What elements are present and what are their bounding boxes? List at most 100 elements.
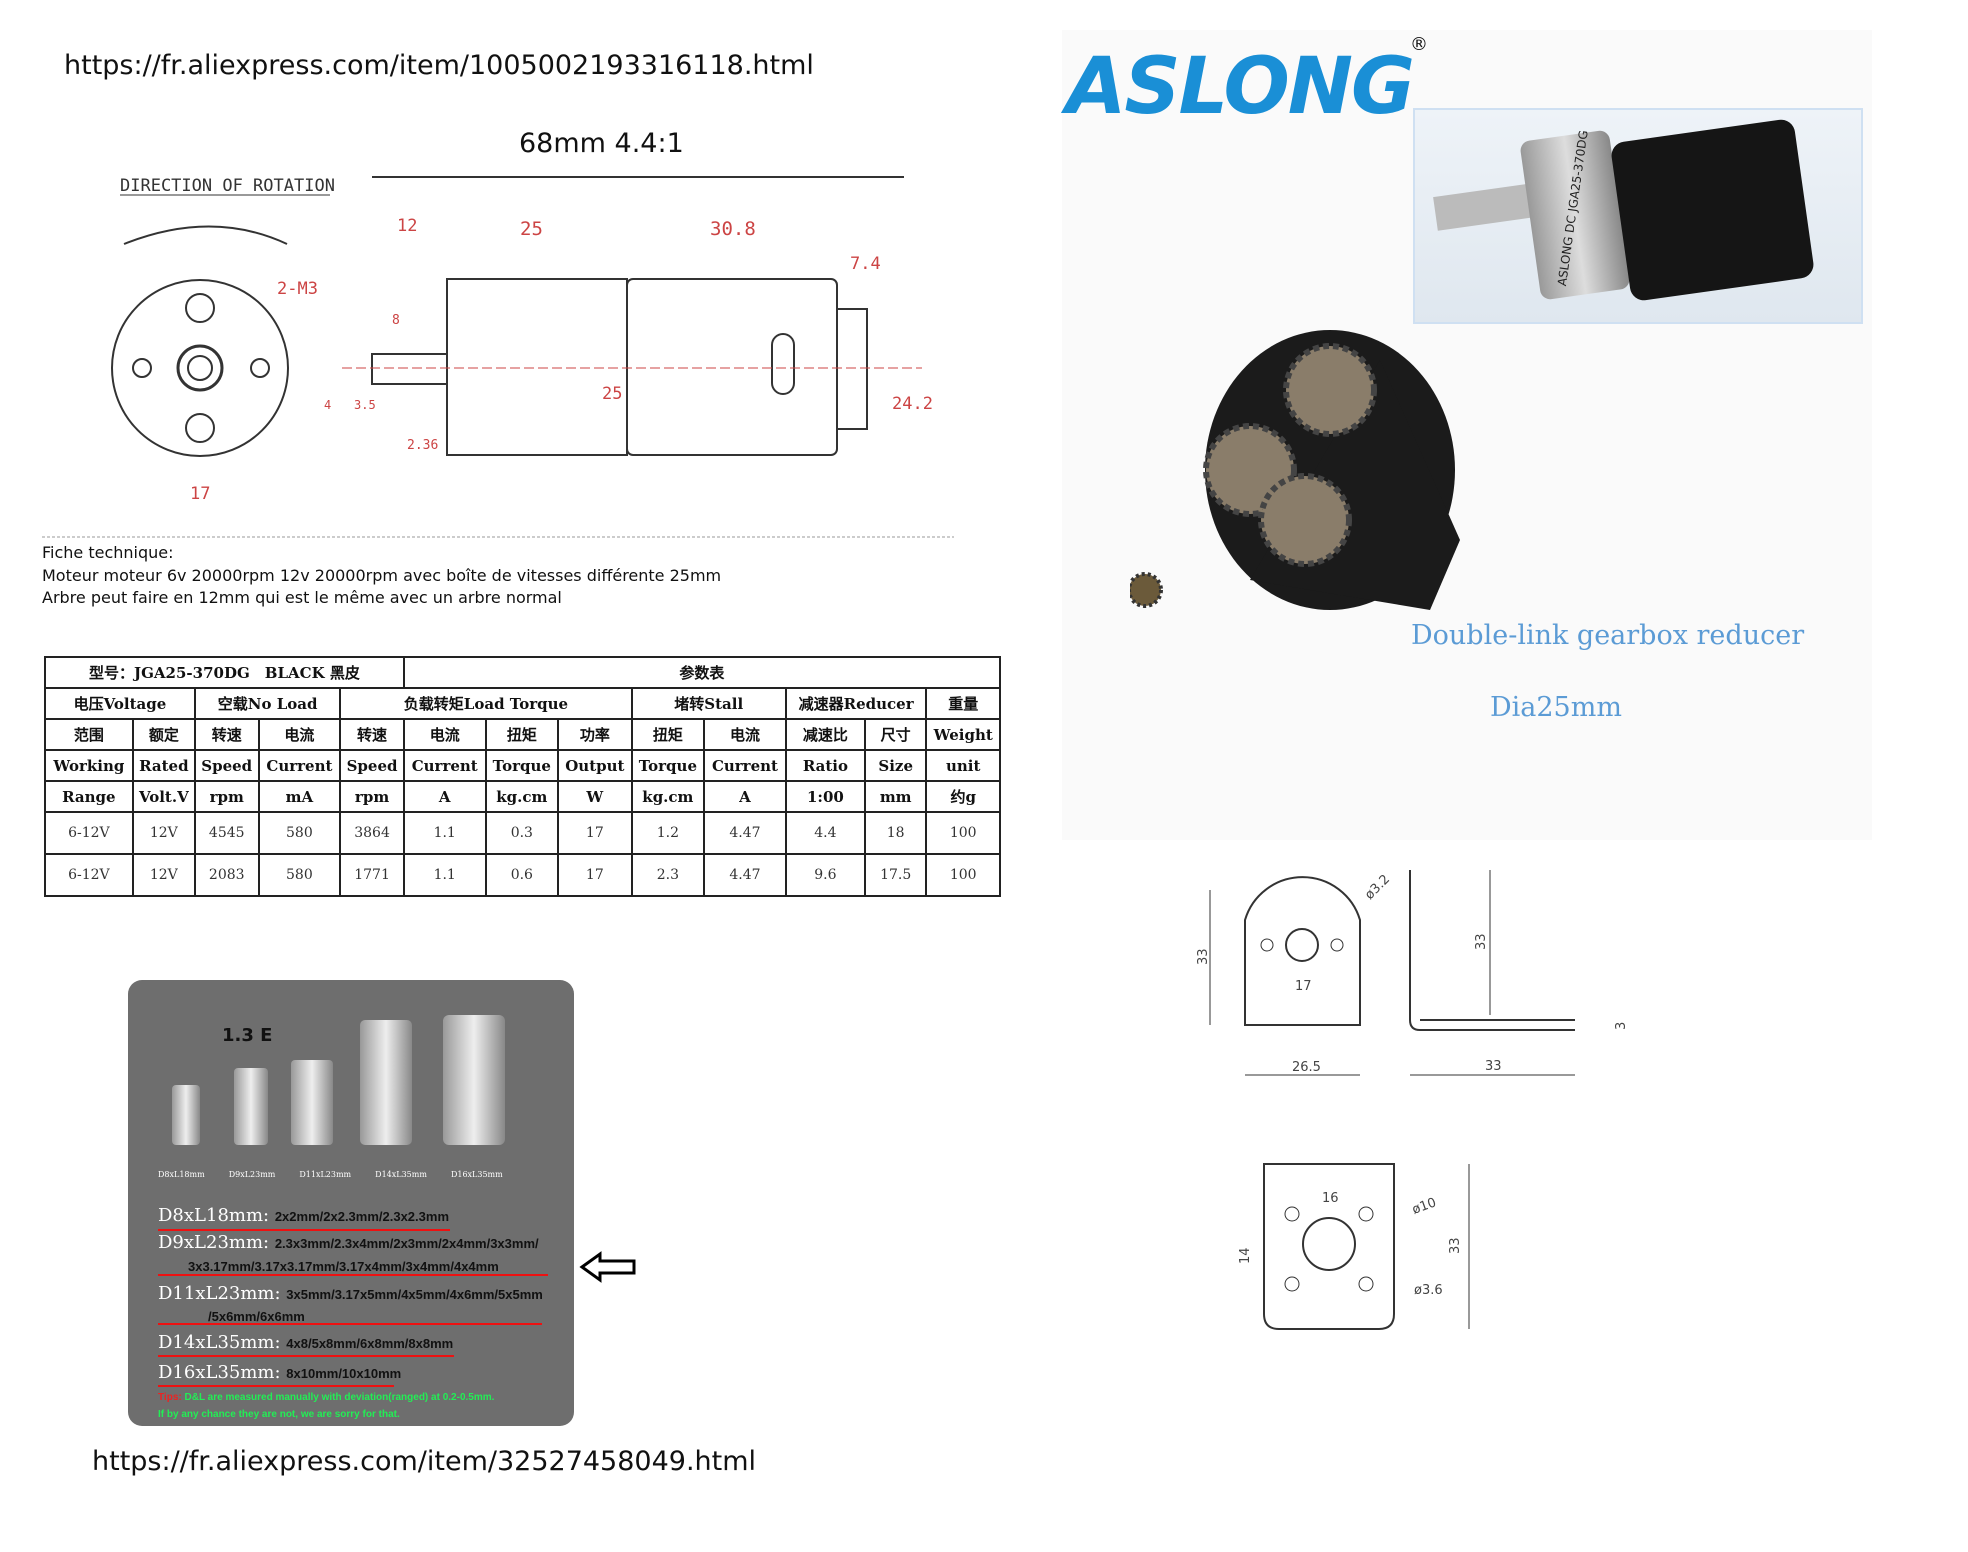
svg-text:12: 12 <box>397 216 417 236</box>
svg-text:33: 33 <box>1485 1059 1502 1074</box>
flat-bracket-drawing: 16 ø10 14 33 ø3.6 <box>1238 1163 1470 1330</box>
table-cell: 转速 <box>339 718 405 751</box>
table-cell: 额定 <box>131 718 196 751</box>
table-cell: 尺寸 <box>863 718 928 751</box>
table-cell: 6-12V <box>44 853 134 897</box>
coupling-model: 1.3 E <box>222 1025 273 1046</box>
motor-url[interactable]: https://fr.aliexpress.com/item/100500219… <box>64 50 814 81</box>
svg-text:8: 8 <box>392 313 400 328</box>
table-cell: 4.47 <box>703 853 787 897</box>
table-cell: unit <box>925 749 1001 782</box>
table-cell: 580 <box>257 811 342 855</box>
table-cell: 电流 <box>402 718 487 751</box>
svg-text:33: 33 <box>1474 933 1489 950</box>
table-cell: Working <box>44 749 134 782</box>
table-cell: Current <box>703 749 787 782</box>
table-cell: Speed <box>339 749 405 782</box>
table-cell: W <box>557 780 633 813</box>
aslong-logo: ASLONG <box>1066 42 1415 132</box>
left-arrow-icon <box>579 1251 636 1283</box>
svg-text:ø3.2: ø3.2 <box>1362 872 1393 903</box>
table-cell: 1.1 <box>402 853 487 897</box>
table-cell: mm <box>863 780 928 813</box>
svg-text:33: 33 <box>1196 948 1211 965</box>
coupling-url[interactable]: https://fr.aliexpress.com/item/325274580… <box>92 1446 757 1477</box>
svg-text:7.4: 7.4 <box>850 254 881 274</box>
gearbox-photo <box>1130 330 1460 610</box>
table-cell: 扭矩 <box>630 718 706 751</box>
table-cell: Volt.V <box>131 780 196 813</box>
l-bracket-drawing: 33 17 ø3.2 26.5 33 33 3 <box>1196 870 1629 1076</box>
table-cell: 扭矩 <box>484 718 560 751</box>
table-cell: 17 <box>557 811 633 855</box>
table-cell: rpm <box>193 780 260 813</box>
svg-text:26.5: 26.5 <box>1292 1060 1321 1075</box>
svg-text:17: 17 <box>1295 979 1312 994</box>
svg-text:33: 33 <box>1448 1237 1463 1254</box>
table-cell: 1771 <box>339 853 405 897</box>
table-cell: kg.cm <box>630 780 706 813</box>
table-cell: 12V <box>131 853 196 897</box>
table-cell: 100 <box>925 811 1001 855</box>
table-cell: 减速比 <box>784 718 866 751</box>
svg-text:14: 14 <box>1238 1247 1253 1264</box>
svg-text:16: 16 <box>1322 1191 1339 1206</box>
table-cell: kg.cm <box>484 780 560 813</box>
table-cell: 电流 <box>703 718 787 751</box>
motor-dimension-drawing: DIRECTION OF ROTATION 2-M3 12 25 30.8 7.… <box>42 176 954 538</box>
table-cell: Output <box>557 749 633 782</box>
direction-label: DIRECTION OF ROTATION <box>120 176 335 196</box>
table-cell: 17 <box>557 853 633 897</box>
table-cell: 100 <box>925 853 1001 897</box>
table-cell: 范围 <box>44 718 134 751</box>
table-cell: 约g <box>925 780 1001 813</box>
table-cell: Size <box>863 749 928 782</box>
table-cell: 1.2 <box>630 811 706 855</box>
table-cell: A <box>703 780 787 813</box>
table-cell: Torque <box>630 749 706 782</box>
table-cell: Rated <box>131 749 196 782</box>
table-cell: Ratio <box>784 749 866 782</box>
table-cell: 2083 <box>193 853 260 897</box>
table-cell: 9.6 <box>784 853 866 897</box>
diameter-caption: Dia25mm <box>1490 692 1622 723</box>
svg-text:3.5: 3.5 <box>354 398 376 412</box>
table-cell: 0.6 <box>484 853 560 897</box>
table-cell: Weight <box>925 718 1001 751</box>
table-cell: 4.4 <box>784 811 866 855</box>
table-cell: 3864 <box>339 811 405 855</box>
table-cell: Torque <box>484 749 560 782</box>
table-cell: 18 <box>863 811 928 855</box>
svg-text:17: 17 <box>190 484 210 504</box>
svg-text:ø10: ø10 <box>1410 1195 1438 1217</box>
table-cell: 4545 <box>193 811 260 855</box>
table-cell: 电流 <box>257 718 342 751</box>
svg-text:2.36: 2.36 <box>407 438 438 453</box>
table-cell: Range <box>44 780 134 813</box>
svg-text:25: 25 <box>520 218 543 240</box>
table-cell: 转速 <box>193 718 260 751</box>
motor-photo: ASLONG DC JGA25-370DG <box>1413 108 1863 324</box>
svg-text:4: 4 <box>324 398 331 412</box>
table-cell: 12V <box>131 811 196 855</box>
table-cell: mA <box>257 780 342 813</box>
svg-text:3: 3 <box>1614 1022 1629 1030</box>
svg-text:24.2: 24.2 <box>892 394 933 414</box>
table-cell: 0.3 <box>484 811 560 855</box>
table-cell: rpm <box>339 780 405 813</box>
table-cell: 1:00 <box>784 780 866 813</box>
svg-text:2-M3: 2-M3 <box>277 279 318 299</box>
table-cell: 1.1 <box>402 811 487 855</box>
table-cell: 6-12V <box>44 811 134 855</box>
registered-mark: ® <box>1410 34 1428 55</box>
gearbox-caption: Double-link gearbox reducer <box>1411 620 1805 651</box>
table-cell: 功率 <box>557 718 633 751</box>
table-cell: 4.47 <box>703 811 787 855</box>
table-cell: Current <box>402 749 487 782</box>
svg-text:ø3.6: ø3.6 <box>1414 1283 1443 1298</box>
table-cell: 2.3 <box>630 853 706 897</box>
table-cell: Speed <box>193 749 260 782</box>
table-cell: 580 <box>257 853 342 897</box>
